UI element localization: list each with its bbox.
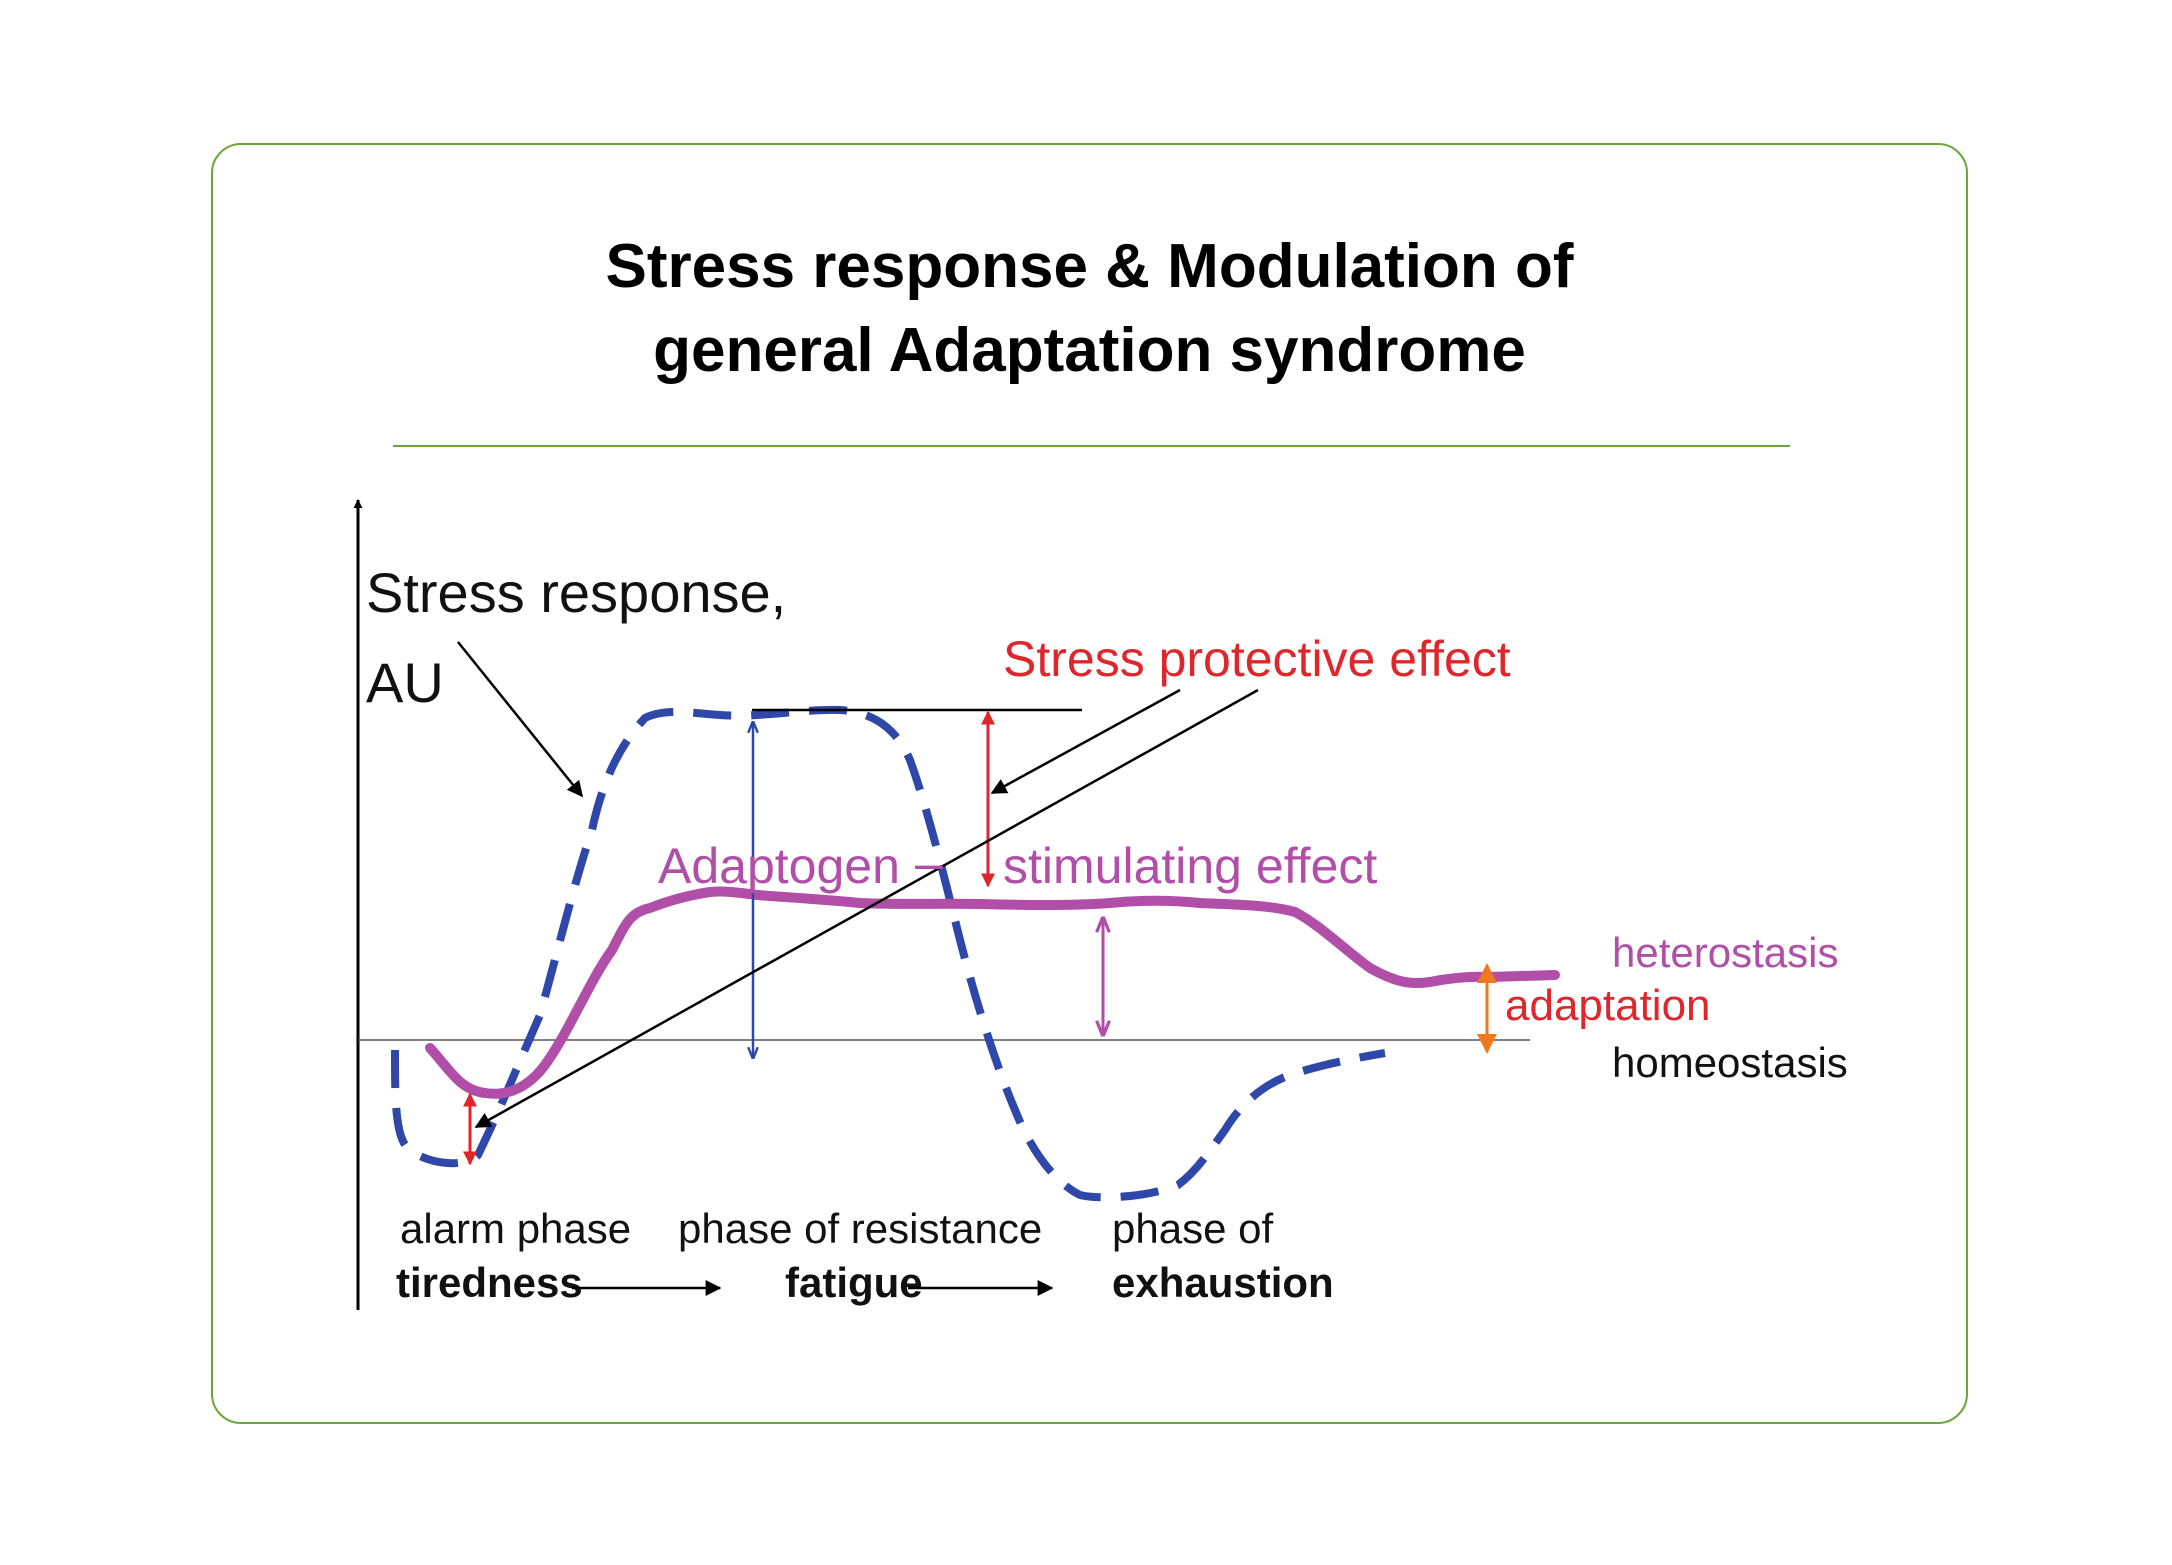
alarm-pointer-line: [474, 688, 1259, 1129]
stimulating-effect-label: stimulating effect: [1003, 838, 1377, 894]
protective-pointer-line: [990, 688, 1181, 795]
title-line-2: general Adaptation syndrome: [653, 316, 1526, 385]
phase-3-name: phase of: [1112, 1205, 1273, 1252]
y-axis-label-line-2: AU: [366, 651, 444, 714]
stress-protective-label: Stress protective effect: [1003, 631, 1511, 687]
title-divider: [393, 445, 1790, 447]
dash-label: –: [915, 835, 943, 891]
phase-1-state: tiredness: [396, 1259, 583, 1306]
page-title: Stress response & Modulation of general …: [213, 225, 1966, 393]
phase-2-name: phase of resistance: [678, 1205, 1042, 1252]
adaptation-label: adaptation: [1505, 981, 1711, 1030]
phase-3-state: exhaustion: [1112, 1259, 1334, 1306]
homeostasis-label: homeostasis: [1612, 1039, 1848, 1086]
phase-2-state: fatigue: [785, 1259, 923, 1306]
adaptogen-curve: [425, 886, 1560, 1099]
stress-response-curve: [391, 705, 1386, 1202]
heterostasis-label: heterostasis: [1612, 929, 1838, 976]
adaptogen-label: Adaptogen: [658, 838, 900, 894]
figure-card: Stress response & Modulation of general …: [211, 143, 1968, 1424]
y-axis-label-line-1: Stress response,: [366, 561, 786, 624]
phase-1-name: alarm phase: [400, 1205, 631, 1252]
title-line-1: Stress response & Modulation of: [605, 232, 1574, 301]
y-label-pointer-arrow: [457, 641, 584, 798]
